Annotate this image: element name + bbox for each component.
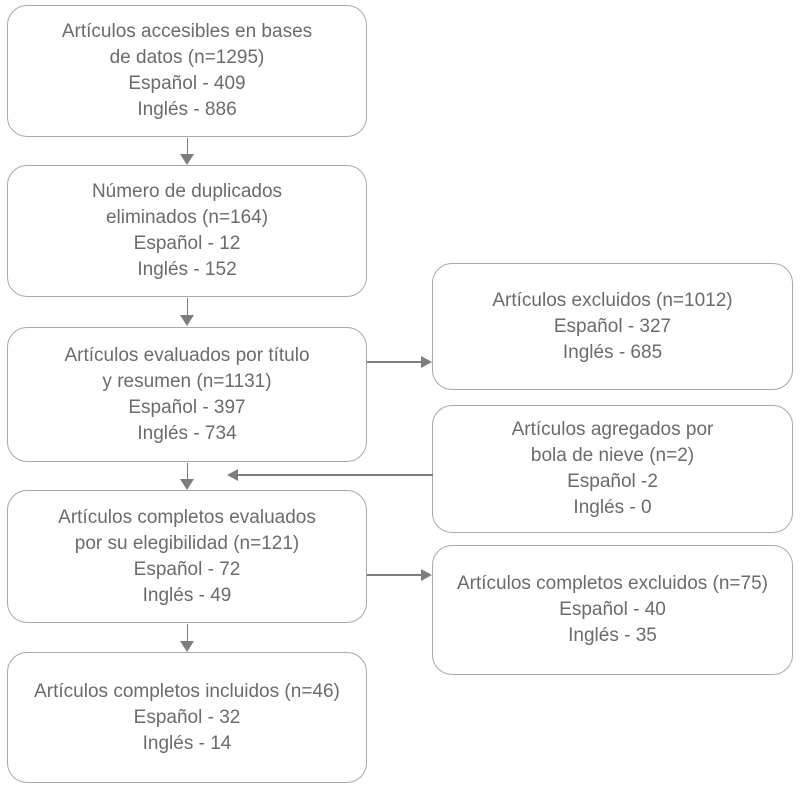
box-text-line: Número de duplicados [91,181,283,202]
connector-eligibility-to-included [186,624,188,642]
box-text-line: Español - 72 [133,558,241,580]
box-text-line: y resumen (n=1131) [102,370,272,392]
box-text-line: eliminados (n=164) [105,207,269,228]
box-text-line: Español - 327 [553,315,672,337]
connector-title-abstract-to-excluded [367,361,422,363]
arrow-down-icon [180,479,194,490]
box-text-line: Español - 409 [128,73,246,94]
box-text-line: Artículos evaluados por título [64,344,310,366]
arrow-right-icon [421,355,432,368]
box-text-line: Inglés - 685 [562,341,663,363]
box-text-line: Español - 40 [559,599,666,620]
flow-box-snowball-added: Artículos agregados por bola de nieve (n… [432,405,793,533]
box-text-line: Artículos accesibles en bases [61,21,313,42]
arrow-down-icon [180,641,194,652]
box-text-line: Artículos completos evaluados [58,506,316,528]
box-text-line: Español -2 [567,471,658,492]
box-text-line: Inglés - 14 [142,732,232,754]
box-text-line: Español - 12 [133,233,241,254]
box-text-line: Artículos completos incluidos (n=46) [34,680,340,702]
connector-accessible-to-duplicates [186,138,188,155]
arrow-down-icon [180,315,194,326]
box-text-line: Español - 32 [133,706,241,728]
connector-eligibility-to-fulltext-excluded [367,574,422,576]
box-text-line: bola de nieve (n=2) [530,445,695,466]
flow-box-articles-excluded: Artículos excluidos (n=1012) Español - 3… [432,263,793,390]
box-text-line: Inglés - 152 [137,259,237,280]
arrow-right-icon [421,568,432,581]
box-text-line: Español - 397 [128,396,246,418]
box-text-line: Artículos agregados por [511,419,714,440]
flow-box-title-abstract-screened: Artículos evaluados por título y resumen… [7,327,367,462]
flow-box-fulltext-excluded: Artículos completos excluidos (n=75) Esp… [432,545,793,675]
flow-box-fulltext-eligibility: Artículos completos evaluados por su ele… [7,490,367,623]
box-text-line: Inglés - 35 [568,625,657,646]
box-text-line: de datos (n=1295) [109,47,265,68]
arrow-down-icon [180,154,194,165]
box-text-line: Inglés - 0 [573,497,652,518]
box-text-line: Artículos completos excluidos (n=75) [456,573,768,594]
connector-snowball-to-flow [238,474,433,476]
arrow-left-icon [227,469,238,481]
connector-duplicates-to-title-abstract [186,298,188,316]
box-text-line: Inglés - 886 [137,99,237,120]
box-text-line: por su elegibilidad (n=121) [74,532,300,554]
flow-box-duplicates-removed: Número de duplicados eliminados (n=164) … [7,165,367,297]
box-text-line: Inglés - 49 [142,584,232,606]
box-text-line: Inglés - 734 [137,422,237,444]
box-text-line: Artículos excluidos (n=1012) [492,289,733,311]
flow-box-articles-accessible: Artículos accesibles en bases de datos (… [7,5,367,137]
flow-box-fulltext-included: Artículos completos incluidos (n=46) Esp… [7,652,367,783]
connector-title-abstract-to-eligibility [186,463,188,480]
